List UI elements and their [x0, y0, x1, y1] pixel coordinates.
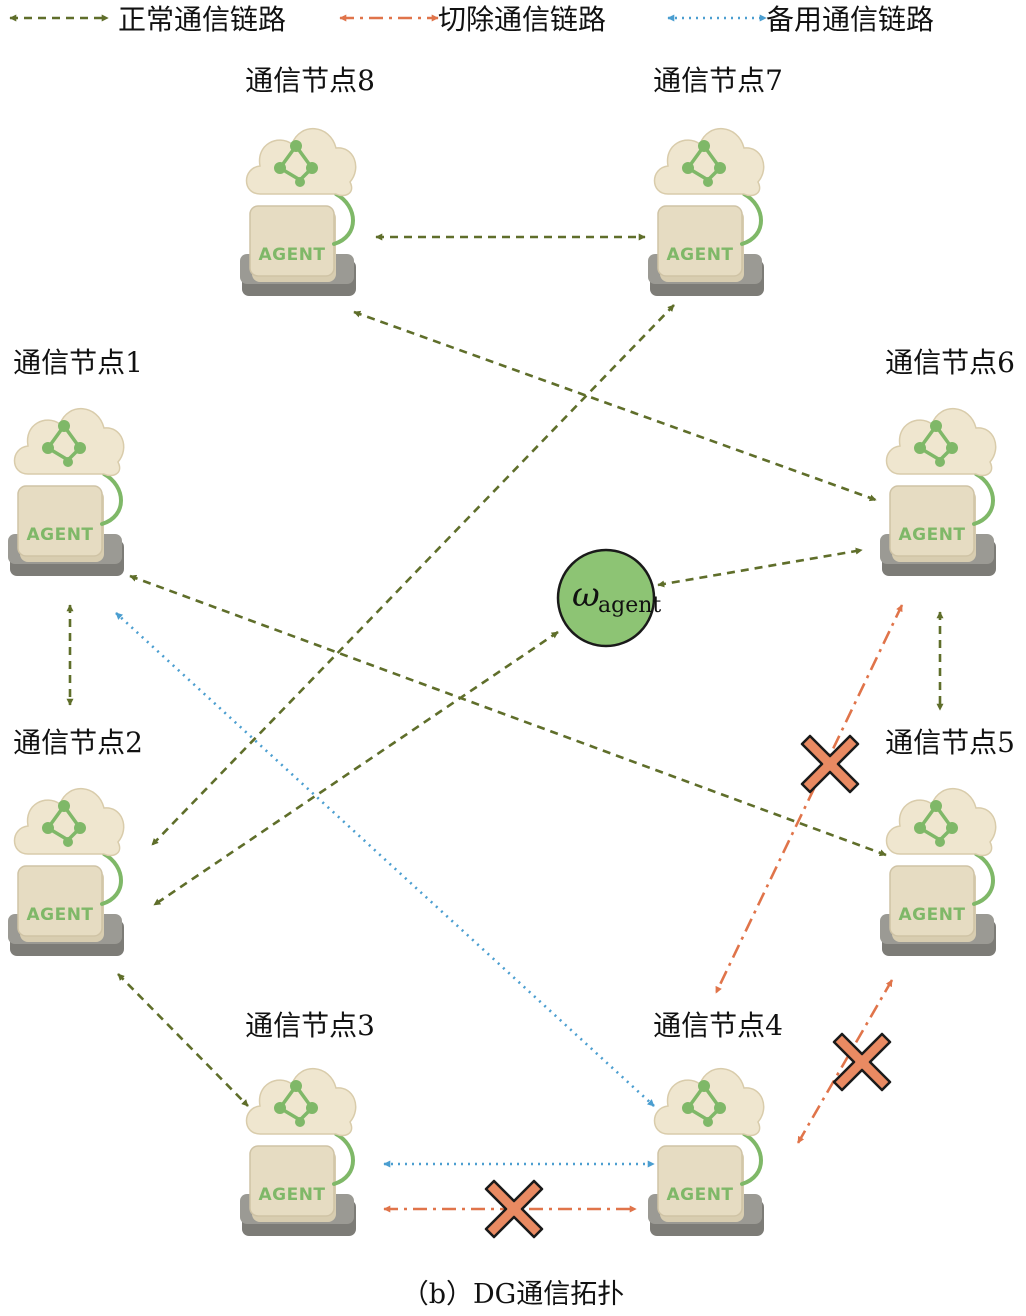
agent-badge-text: AGENT: [666, 1185, 733, 1205]
legend: 正常通信链路 切除通信链路 备用通信链路: [9, 3, 934, 36]
network-glyph-icon: [274, 1080, 318, 1127]
agent-icon: AGENT: [880, 787, 997, 956]
agent-badge-text: AGENT: [666, 245, 733, 265]
link-center-n6-normal: [657, 547, 863, 588]
cut-cross-icon: [832, 1032, 892, 1092]
cable: [740, 192, 763, 246]
cable: [332, 1132, 355, 1186]
node-label-n2: 通信节点2: [13, 726, 143, 759]
agent-icon: AGENT: [648, 1067, 765, 1236]
box-front: [17, 485, 103, 557]
agent-badge-text: AGENT: [898, 525, 965, 545]
cloud-shape: [13, 407, 125, 477]
box-front: [657, 1145, 743, 1217]
agent-badge-text: AGENT: [26, 905, 93, 925]
node-label-n8: 通信节点8: [245, 64, 375, 97]
node-label-n6: 通信节点6: [885, 346, 1015, 379]
omega-subscript: agent: [598, 593, 661, 618]
box-front: [889, 865, 975, 937]
agent-badge-text: AGENT: [258, 245, 325, 265]
cloud-shape: [885, 407, 997, 477]
links-layer: [66, 233, 944, 1213]
node-label-n5: 通信节点5: [885, 726, 1015, 759]
figure-caption: （b）DG通信拓扑: [402, 1279, 625, 1310]
cable: [740, 1132, 763, 1186]
omega-circle: [556, 548, 656, 648]
legend-label-backup: 备用通信链路: [766, 3, 934, 36]
agent-icon: AGENT: [648, 127, 765, 296]
cloud-shape: [653, 127, 765, 197]
box-front: [17, 865, 103, 937]
box-front: [249, 205, 335, 277]
legend-item-backup: 备用通信链路: [667, 3, 934, 36]
box-front: [657, 205, 743, 277]
link-n1-n5-normal: [129, 574, 887, 857]
agent-icon: AGENT: [8, 787, 125, 956]
cable: [972, 472, 995, 526]
network-glyph-icon: [914, 800, 958, 847]
network-glyph-icon: [42, 800, 86, 847]
node-label-n4: 通信节点4: [653, 1009, 783, 1042]
node-label-n1: 通信节点1: [13, 346, 143, 379]
link-n1-n4-backup: [115, 612, 655, 1107]
node-label-n3: 通信节点3: [245, 1009, 375, 1042]
cut-cross-icon: [800, 734, 860, 794]
cut-cross-icon: [484, 1179, 544, 1239]
box-front: [249, 1145, 335, 1217]
network-glyph-icon: [42, 420, 86, 467]
cable: [332, 192, 355, 246]
agent-badge-text: AGENT: [26, 525, 93, 545]
cloud-shape: [245, 1067, 357, 1137]
agent-icon: AGENT: [8, 407, 125, 576]
link-center-n2-normal: [153, 630, 559, 907]
agent-badge-text: AGENT: [898, 905, 965, 925]
agent-icon: AGENT: [240, 127, 357, 296]
link-n4-n5-cut: [796, 979, 894, 1144]
agent-icon: AGENT: [240, 1067, 357, 1236]
cable: [100, 852, 123, 906]
box-front: [889, 485, 975, 557]
legend-label-normal: 正常通信链路: [118, 3, 286, 36]
cloud-shape: [245, 127, 357, 197]
cable: [100, 472, 123, 526]
cable: [972, 852, 995, 906]
nodes-layer: 通信节点8AGENT通信节点7AGENT通信节点1AGENT通信节点6AGENT…: [8, 64, 1015, 1236]
network-glyph-icon: [682, 1080, 726, 1127]
agent-badge-text: AGENT: [258, 1185, 325, 1205]
legend-item-normal: 正常通信链路: [9, 3, 286, 36]
cloud-shape: [885, 787, 997, 857]
link-n2-n3-normal: [117, 973, 249, 1107]
cloud-shape: [653, 1067, 765, 1137]
link-n8-n6-normal: [353, 310, 877, 502]
network-glyph-icon: [274, 140, 318, 187]
network-glyph-icon: [682, 140, 726, 187]
cut-marks: [484, 734, 892, 1239]
omega-symbol: ω: [572, 575, 600, 615]
link-n6-n4-cut: [714, 604, 904, 994]
node-label-n7: 通信节点7: [653, 64, 783, 97]
legend-item-cut: 切除通信链路: [339, 3, 606, 36]
network-glyph-icon: [914, 420, 958, 467]
agent-icon: AGENT: [880, 407, 997, 576]
legend-label-cut: 切除通信链路: [438, 3, 606, 36]
cloud-shape: [13, 787, 125, 857]
